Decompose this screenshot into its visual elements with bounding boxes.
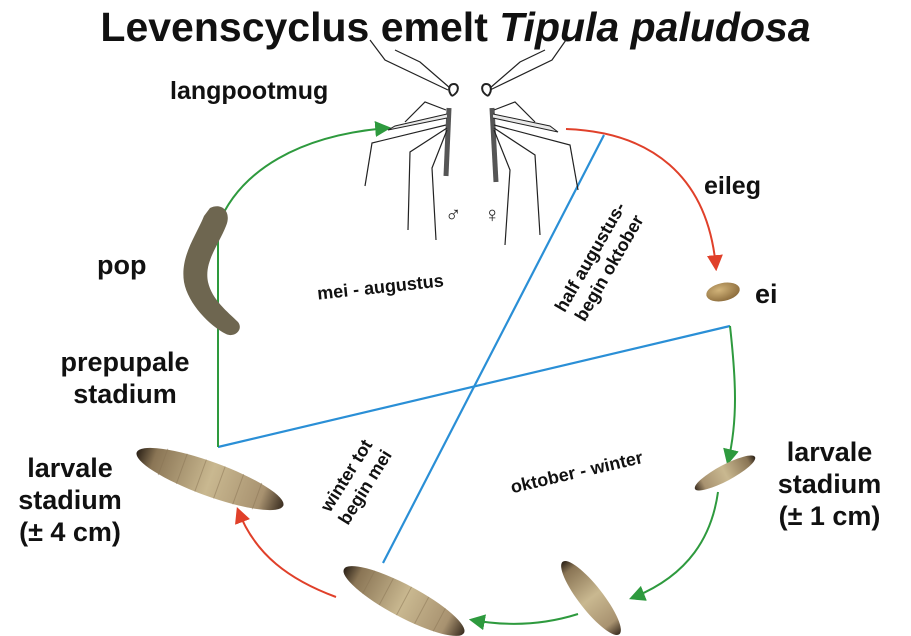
label-larva-small-line2: stadium	[762, 469, 897, 501]
bottom-right-larva-icon	[553, 554, 629, 636]
arrow-larva-to-larva-right	[632, 492, 718, 598]
divider-line-diagonal	[383, 135, 604, 563]
bottom-larva-icon	[336, 555, 471, 636]
big-larva-icon	[131, 436, 289, 521]
label-larva-big: larvale stadium (± 4 cm)	[0, 453, 140, 549]
label-larva-big-size: (± 4 cm)	[0, 517, 140, 549]
label-prepupa-line2: stadium	[40, 379, 210, 411]
label-larva-small-size: (± 1 cm)	[762, 501, 897, 533]
arrow-larva-bottom	[472, 614, 578, 624]
label-larva-small-line1: larvale	[762, 437, 897, 469]
label-larva-small: larvale stadium (± 1 cm)	[762, 437, 897, 533]
divider-line-cross	[218, 326, 730, 447]
arrow-larva-to-big-larva	[238, 510, 336, 597]
period-may-august: mei - augustus	[316, 270, 444, 303]
period-october-winter: oktober - winter	[509, 447, 645, 497]
label-prepupa: prepupale stadium	[40, 347, 210, 411]
label-larva-big-line2: stadium	[0, 485, 140, 517]
label-larva-big-line1: larvale	[0, 453, 140, 485]
arrow-egg-to-larva	[728, 326, 735, 462]
label-adult: langpootmug	[170, 77, 328, 107]
small-larva-icon	[691, 450, 759, 496]
label-egg: ei	[755, 279, 778, 311]
egg-icon	[705, 280, 742, 305]
crane-fly-icon	[365, 40, 578, 245]
pupa-icon	[183, 206, 239, 335]
label-prepupa-line1: prepupale	[40, 347, 210, 379]
label-pupa: pop	[97, 250, 146, 282]
female-symbol-icon: ♀	[484, 202, 501, 227]
male-symbol-icon: ♂	[445, 202, 462, 227]
label-egg-laying: eileg	[704, 172, 761, 202]
